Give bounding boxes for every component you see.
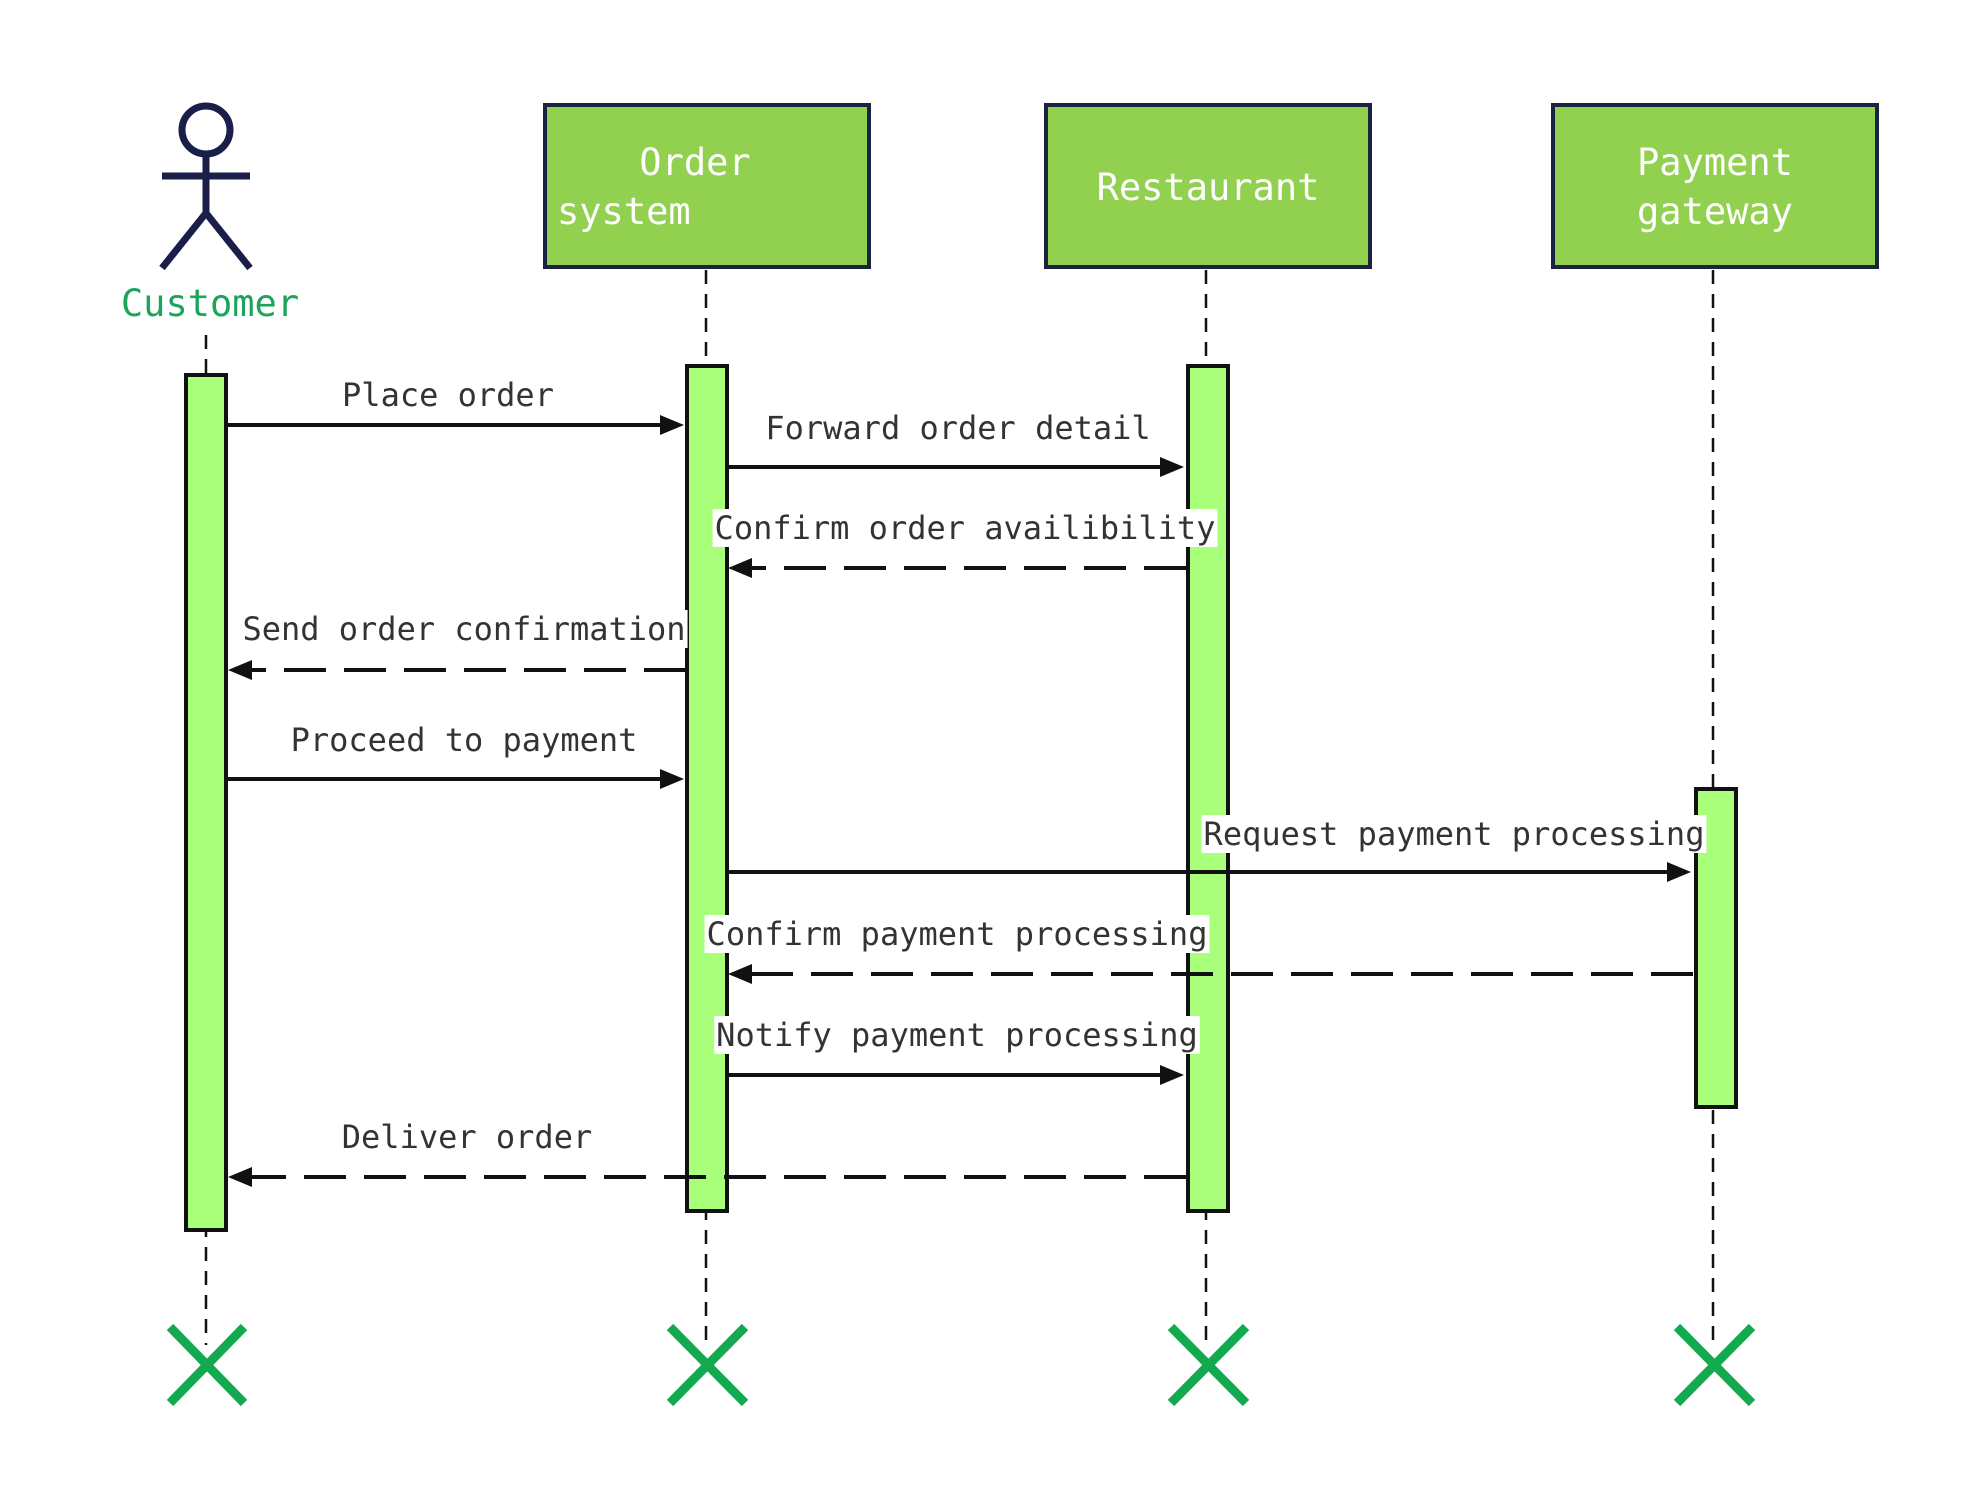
participant-label-line-1: Order: [639, 141, 750, 184]
message-label-background: [712, 509, 1218, 547]
message: Send order confirmation: [228, 610, 688, 680]
message-label: Confirm order availibility: [715, 509, 1216, 547]
message-label-background: [240, 610, 688, 648]
message-label: Forward order detail: [765, 409, 1150, 447]
terminator-restaurant: [1167, 1323, 1250, 1407]
participant-box: [1044, 103, 1372, 269]
arrowhead: [228, 1167, 252, 1187]
arrowhead: [728, 964, 752, 984]
message-label-background: [704, 915, 1210, 953]
message: Forward order detail: [726, 409, 1184, 477]
message-label-background: [1201, 815, 1707, 853]
message-label: Send order confirmation: [242, 610, 685, 648]
participant-box: [1551, 103, 1879, 269]
terminator-order-system: [666, 1323, 749, 1407]
arrowhead: [228, 660, 252, 680]
message: Confirm order availibility: [712, 509, 1218, 578]
message: Confirm payment processing: [704, 915, 1693, 984]
arrowhead: [1160, 457, 1184, 477]
participant-box: [543, 103, 871, 269]
message-label: Confirm payment processing: [707, 915, 1208, 953]
message: Deliver order: [228, 1118, 1186, 1187]
message-label: Request payment processing: [1204, 815, 1705, 853]
message-label: Place order: [342, 376, 554, 414]
message: Proceed to payment: [226, 721, 684, 789]
message: Request payment processing: [726, 815, 1707, 882]
message-label: Notify payment processing: [716, 1016, 1198, 1054]
arrowhead: [660, 415, 684, 435]
arrowhead: [728, 558, 752, 578]
actor-right-leg: [203, 210, 253, 271]
activation-bars: [184, 364, 1738, 1232]
participant-label-line-2: gateway: [1637, 190, 1793, 233]
message: Notify payment processing: [714, 1016, 1200, 1085]
activation-bar-order-system: [685, 364, 729, 1213]
participant-order-system: Order system: [543, 103, 871, 269]
participant-label-line-2: system: [557, 190, 691, 233]
participant-payment-gateway: Payment gateway: [1551, 103, 1879, 269]
message-label-background: [714, 1016, 1200, 1054]
activation-bar-customer: [184, 373, 228, 1232]
activation-bar-restaurant: [1186, 364, 1230, 1213]
actor-head: [178, 102, 234, 158]
participant-restaurant: Restaurant: [1044, 103, 1372, 269]
message: Place order: [226, 376, 684, 435]
actor-customer: Customer: [121, 102, 299, 325]
activation-bar-payment-gateway: [1694, 787, 1738, 1109]
participants: Customer Order system Restaurant Payment…: [121, 102, 1879, 325]
arrowhead: [1160, 1065, 1184, 1085]
message-label: Deliver order: [342, 1118, 592, 1156]
terminators: [166, 1323, 1756, 1407]
message-label: Proceed to payment: [291, 721, 638, 759]
terminator-payment-gateway: [1673, 1323, 1756, 1407]
participant-label-line-1: Payment: [1637, 141, 1793, 184]
participant-label: Restaurant: [1097, 166, 1320, 209]
arrowhead: [1667, 862, 1691, 882]
arrowhead: [660, 769, 684, 789]
actor-left-leg: [159, 210, 209, 271]
terminator-customer: [166, 1323, 248, 1407]
actor-label: Customer: [121, 282, 299, 325]
